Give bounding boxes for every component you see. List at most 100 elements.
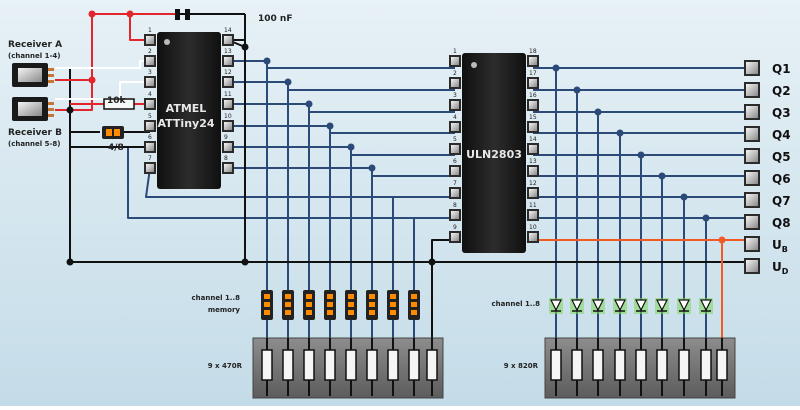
jumper-4-8 xyxy=(102,126,124,139)
pad-face xyxy=(224,36,232,44)
receiver-face xyxy=(18,102,42,116)
pad-face xyxy=(746,62,758,74)
memory-led-segment xyxy=(411,302,417,307)
pad-face xyxy=(746,84,758,96)
uln2803-pin xyxy=(449,99,461,111)
junction-dot xyxy=(88,10,96,18)
memory-led-segment xyxy=(285,294,291,299)
receiver-a-icon xyxy=(12,63,54,87)
uln2803-pin xyxy=(527,77,539,89)
memory-led-segment xyxy=(306,310,312,315)
junction-dot xyxy=(284,78,292,86)
output-label-subscript: B xyxy=(782,245,788,254)
uln2803-pin-number: 13 xyxy=(529,158,537,165)
jumper-pin xyxy=(106,129,112,136)
output-label-q7: Q7 xyxy=(772,194,791,208)
junction-dot xyxy=(66,106,74,114)
pad-face xyxy=(224,122,232,130)
attiny24-pin1-marker xyxy=(164,39,170,45)
uln2803-pin-number: 4 xyxy=(453,114,457,121)
uln2803-pin-number: 15 xyxy=(529,114,537,121)
attiny24-pin xyxy=(222,76,234,88)
receiver-pin xyxy=(48,108,54,111)
channel-diode xyxy=(570,298,584,314)
attiny24-pin xyxy=(222,98,234,110)
resistor-element xyxy=(614,349,626,381)
uln2803-pin xyxy=(449,231,461,243)
junction-dot xyxy=(347,143,355,151)
diode-triangle xyxy=(678,299,690,312)
uln2803-pin xyxy=(527,55,539,67)
channel-diode xyxy=(591,298,605,314)
pad-face xyxy=(146,57,154,65)
pad-face xyxy=(451,145,459,153)
pad-face xyxy=(146,100,154,108)
uln2803-pin-number: 2 xyxy=(453,70,457,77)
junction-dot xyxy=(702,214,710,222)
attiny24-pin xyxy=(222,55,234,67)
pad-face xyxy=(451,123,459,131)
channel-diode xyxy=(613,298,627,314)
pad-face xyxy=(746,260,758,272)
junction-dot xyxy=(658,172,666,180)
wire-recv-b-signal xyxy=(55,81,150,100)
output-label-q3: Q3 xyxy=(772,106,791,120)
uln2803-pin-number: 6 xyxy=(453,158,457,165)
pad-face xyxy=(529,233,537,241)
capacitor xyxy=(175,9,200,20)
memory-led-segment xyxy=(327,294,333,299)
pad-face xyxy=(529,79,537,87)
junction-dot xyxy=(637,151,645,159)
attiny24-pin-number: 3 xyxy=(148,69,152,76)
uln2803-pin1-marker xyxy=(471,62,477,68)
pad-face xyxy=(746,194,758,206)
junction-dot xyxy=(326,122,334,130)
receiver-face xyxy=(18,68,42,82)
output-terminal xyxy=(744,60,760,76)
receiver-b-sublabel: (channel 5-8) xyxy=(8,140,60,148)
resistor-element xyxy=(716,349,728,381)
receiver-pin xyxy=(48,80,54,83)
uln2803-pin xyxy=(527,209,539,221)
uln2803-pin xyxy=(449,165,461,177)
attiny24-pin-number: 12 xyxy=(224,69,232,76)
diode-triangle xyxy=(550,299,562,312)
pad-face xyxy=(746,150,758,162)
attiny24-pin xyxy=(222,141,234,153)
pad-face xyxy=(746,238,758,250)
output-terminal xyxy=(744,214,760,230)
uln2803-pin-number: 3 xyxy=(453,92,457,99)
pad-face xyxy=(451,167,459,175)
jumper-label: 4/8 xyxy=(108,143,124,153)
resistor-array-820r xyxy=(544,337,736,399)
pad-face xyxy=(746,106,758,118)
uln2803-pin-number: 5 xyxy=(453,136,457,143)
memory-led xyxy=(261,290,273,320)
junction-dot xyxy=(594,108,602,116)
pad-face xyxy=(451,189,459,197)
receiver-b-label: Receiver B xyxy=(8,128,62,138)
pad-face xyxy=(529,167,537,175)
jumper-body xyxy=(102,126,124,139)
output-terminal xyxy=(744,192,760,208)
resistor-element xyxy=(345,349,357,381)
memory-led-segment xyxy=(348,294,354,299)
diode-triangle xyxy=(592,299,604,312)
output-terminal xyxy=(744,82,760,98)
pad-face xyxy=(451,79,459,87)
uln2803-pin-number: 10 xyxy=(529,224,537,231)
pad-face xyxy=(529,57,537,65)
wire-vcc-pin1 xyxy=(129,14,150,41)
uln2803-pin xyxy=(449,121,461,133)
chip1-label-line1: ATMEL xyxy=(166,102,207,115)
pad-face xyxy=(529,189,537,197)
uln2803-chip xyxy=(462,53,526,253)
pad-face xyxy=(529,145,537,153)
junction-dot xyxy=(718,236,726,244)
memory-led-segment xyxy=(348,310,354,315)
uln2803-pin xyxy=(449,77,461,89)
resistor-element xyxy=(656,349,668,381)
